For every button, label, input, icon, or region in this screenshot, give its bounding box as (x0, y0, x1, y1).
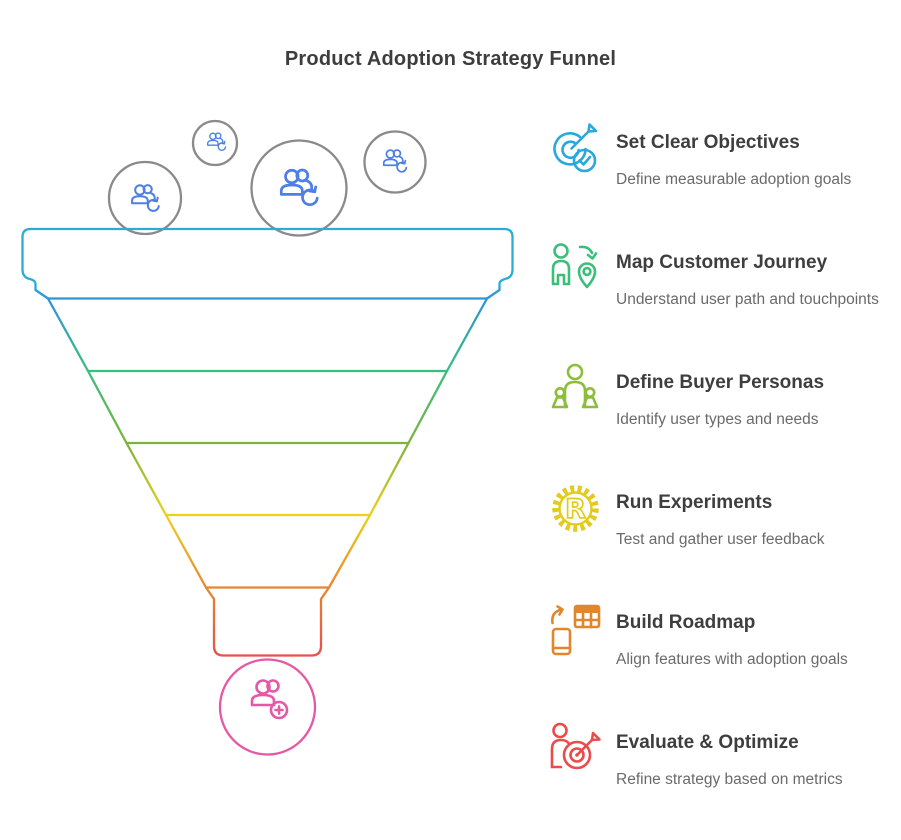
step-item-run-experiments: R Run Experiments Test and gather user f… (548, 472, 893, 582)
funnel-graphic (21, 119, 514, 756)
person-route-pin-icon (548, 242, 603, 297)
gear-r-icon: R (548, 482, 603, 537)
step-title: Define Buyer Personas (616, 372, 825, 393)
step-description: Align features with adoption goals (616, 651, 848, 668)
inflow-bubble (363, 130, 427, 194)
step-item-set-clear-objectives: Set Clear Objectives Define measurable a… (548, 112, 893, 222)
target-dart-check-icon (548, 122, 603, 177)
step-title: Evaluate & Optimize (616, 732, 799, 753)
funnel-shape (21, 227, 514, 657)
step-description: Understand user path and touchpoints (616, 291, 879, 308)
phone-roadmap-grid-icon (548, 602, 603, 657)
step-title: Build Roadmap (616, 612, 756, 633)
outflow-bubble (218, 658, 317, 756)
inflow-bubbles (107, 119, 427, 237)
step-item-evaluate-optimize: Evaluate & Optimize Refine strategy base… (548, 712, 893, 822)
inflow-bubble (191, 119, 239, 167)
step-item-define-buyer-personas: Define Buyer Personas Identify user type… (548, 352, 893, 462)
person-target-icon (548, 722, 603, 777)
step-title: Run Experiments (616, 492, 773, 513)
step-item-map-customer-journey: Map Customer Journey Understand user pat… (548, 232, 893, 342)
step-description: Test and gather user feedback (616, 531, 825, 548)
step-description: Define measurable adoption goals (616, 171, 852, 188)
step-title: Set Clear Objectives (616, 132, 800, 153)
inflow-bubble (250, 139, 348, 237)
step-title: Map Customer Journey (616, 252, 828, 273)
funnel-body (46, 297, 489, 657)
buyer-personas-icon (548, 362, 603, 417)
page-title: Product Adoption Strategy Funnel (284, 48, 617, 70)
svg-text:R: R (565, 494, 586, 525)
user-add-icon (250, 679, 289, 720)
step-item-build-roadmap: Build Roadmap Align features with adopti… (548, 592, 893, 702)
funnel-top-band (21, 227, 514, 292)
step-description: Refine strategy based on metrics (616, 771, 843, 788)
step-description: Identify user types and needs (616, 411, 819, 428)
